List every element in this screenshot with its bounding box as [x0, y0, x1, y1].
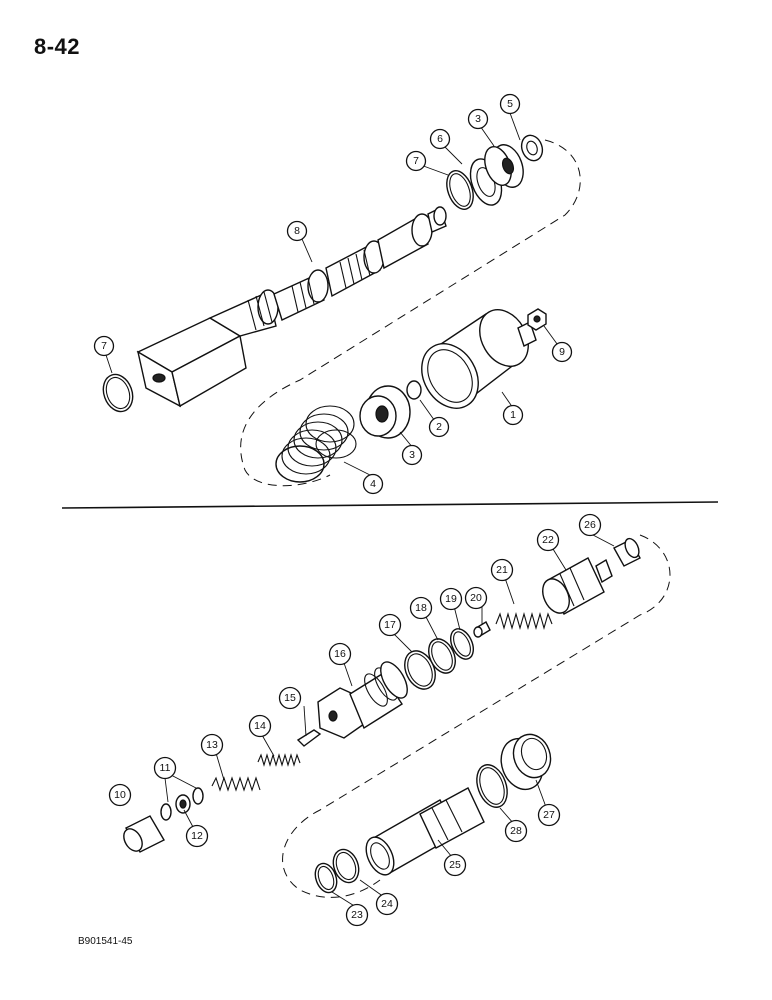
sleeve-25: [365, 787, 485, 876]
section-divider: [61, 501, 719, 509]
callout-14: 14: [248, 714, 272, 738]
svg-text:5: 5: [507, 98, 513, 110]
small-washer-part: [520, 134, 544, 162]
housing-16: [317, 661, 408, 739]
svg-text:27: 27: [543, 809, 555, 821]
callout-11: 11: [153, 756, 177, 780]
svg-text:9: 9: [559, 346, 565, 358]
pin-15: [296, 729, 322, 747]
callout-7-left: 7: [93, 335, 115, 357]
svg-text:21: 21: [496, 564, 508, 576]
svg-text:1: 1: [510, 409, 516, 421]
o-ring-left: [102, 373, 134, 413]
svg-text:12: 12: [191, 830, 203, 842]
figure-code: B901541-45: [78, 936, 133, 947]
upper-assembly: [102, 134, 581, 487]
svg-text:25: 25: [449, 859, 461, 871]
spring-seat-lower: [359, 385, 411, 439]
svg-text:6: 6: [437, 133, 443, 145]
callout-6: 6: [429, 128, 451, 150]
svg-text:26: 26: [584, 519, 596, 531]
callout-13: 13: [200, 733, 224, 757]
spring-part: [275, 405, 357, 483]
callout-27: 27: [537, 803, 561, 827]
svg-text:16: 16: [334, 648, 346, 660]
washer-11a: [160, 803, 172, 821]
callout-2: 2: [428, 416, 450, 438]
svg-text:14: 14: [254, 720, 266, 732]
svg-text:4: 4: [370, 478, 376, 490]
svg-text:7: 7: [101, 340, 107, 352]
svg-text:23: 23: [351, 909, 363, 921]
callout-21: 21: [490, 558, 514, 582]
o-ring-19: [449, 628, 475, 660]
bushing-26: [613, 537, 641, 567]
callout-10: 10: [108, 783, 132, 807]
o-ring-28: [476, 764, 508, 808]
upper-assembly-dashed-line: [240, 139, 581, 487]
page-number: 8-42: [34, 34, 81, 59]
svg-text:17: 17: [384, 619, 396, 631]
nut-part: [527, 308, 547, 331]
lower-assembly: [123, 534, 671, 898]
svg-text:10: 10: [114, 789, 126, 801]
plug-part: [123, 815, 165, 853]
svg-text:2: 2: [436, 421, 442, 433]
svg-text:19: 19: [445, 593, 457, 605]
svg-text:22: 22: [542, 534, 554, 546]
callout-15: 15: [278, 686, 302, 710]
svg-text:13: 13: [206, 739, 218, 751]
callout-22: 22: [536, 528, 560, 552]
callout-23: 23: [345, 903, 369, 927]
spool-22: [542, 557, 613, 615]
spring-21: [495, 611, 553, 631]
callout-20: 20: [464, 586, 488, 610]
callout-25: 25: [443, 853, 467, 877]
callout-4: 4: [362, 473, 384, 495]
washer-11b: [192, 787, 204, 805]
lower-assembly-dashed-line: [282, 534, 671, 898]
callout-28: 28: [504, 819, 528, 843]
callout-24: 24: [375, 892, 399, 916]
small-ring-part: [406, 380, 422, 400]
svg-text:11: 11: [160, 762, 171, 774]
svg-text:24: 24: [381, 898, 393, 910]
svg-text:15: 15: [284, 692, 296, 704]
callout-26: 26: [578, 513, 602, 537]
plug-27: [500, 733, 552, 791]
callout-18: 18: [409, 596, 433, 620]
callout-3-lower: 3: [401, 444, 423, 466]
callout-5: 5: [499, 93, 521, 115]
spring-14: [257, 753, 301, 767]
svg-text:28: 28: [510, 825, 522, 837]
svg-text:20: 20: [470, 592, 482, 604]
seat-20: [473, 621, 491, 638]
o-ring-23: [314, 862, 338, 894]
callout-7-top: 7: [405, 150, 427, 172]
svg-text:7: 7: [413, 155, 419, 167]
cap-part: [421, 309, 537, 409]
callout-16: 16: [328, 642, 352, 666]
spring-seat-top: [484, 144, 524, 188]
nut-12: [175, 794, 191, 814]
callout-8: 8: [286, 220, 308, 242]
spool-part: [136, 206, 447, 408]
svg-text:3: 3: [475, 113, 481, 125]
callout-19: 19: [439, 587, 463, 611]
callout-9: 9: [551, 341, 573, 363]
callout-17: 17: [378, 613, 402, 637]
svg-text:8: 8: [294, 225, 300, 237]
svg-text:18: 18: [415, 602, 427, 614]
callout-1: 1: [502, 404, 524, 426]
callout-12: 12: [185, 824, 209, 848]
callout-3-top: 3: [467, 108, 489, 130]
o-ring-18: [428, 638, 456, 674]
o-ring-top: [446, 170, 474, 210]
spring-13: [211, 776, 261, 792]
svg-text:3: 3: [409, 449, 415, 461]
